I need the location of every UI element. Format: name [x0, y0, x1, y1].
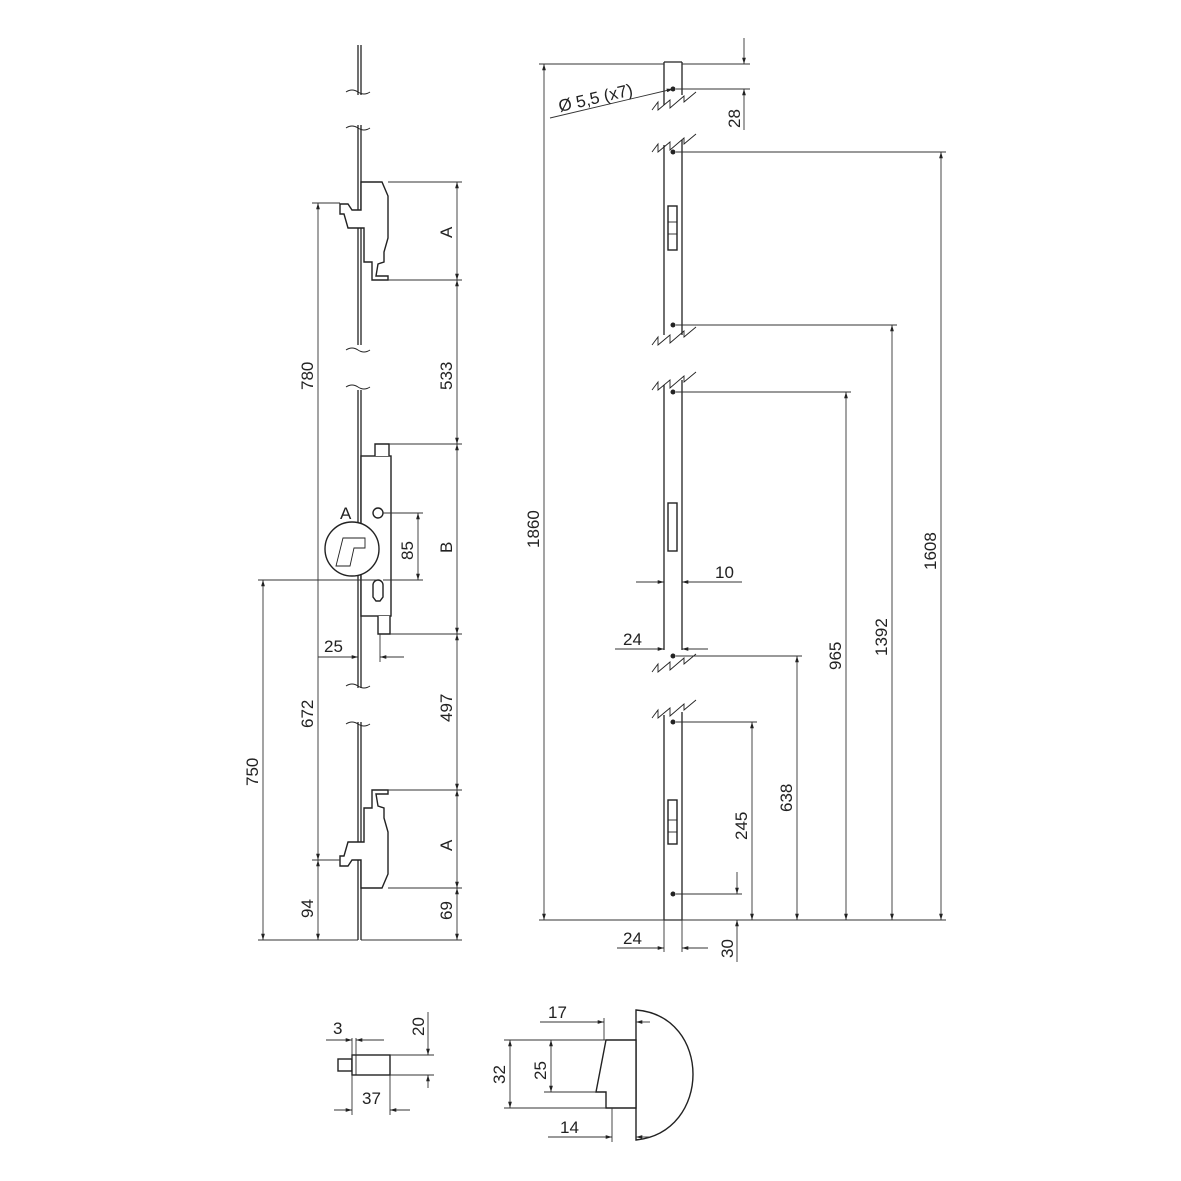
dim-14: 14: [560, 1118, 579, 1137]
dim-30: 30: [718, 939, 737, 958]
dim-37: 37: [362, 1089, 381, 1108]
hole-4: [670, 389, 676, 395]
hole-spec-label: Ø 5,5 (x7): [557, 80, 635, 116]
hole-3: [670, 322, 676, 328]
dim-10: 10: [715, 563, 734, 582]
hole-5: [670, 653, 676, 659]
detail-bolt: 3 20 37: [326, 1012, 434, 1115]
dim-a-top: A: [437, 226, 456, 238]
dim-533: 533: [437, 362, 456, 390]
dim-20: 20: [409, 1017, 428, 1036]
dim-17: 17: [548, 1003, 567, 1022]
dim-780: 780: [298, 362, 317, 390]
dim-85: 85: [398, 541, 417, 560]
dim-497: 497: [437, 694, 456, 722]
dim-94: 94: [298, 899, 317, 918]
dim-24-upper: 24: [623, 630, 642, 649]
top-hook-bolt: [339, 181, 389, 281]
dim-245: 245: [732, 812, 751, 840]
hole-2: [670, 149, 676, 155]
detail-circle-a: [324, 521, 380, 577]
detail-a-label: A: [340, 504, 352, 523]
dim-1608: 1608: [921, 532, 940, 570]
hole-7: [670, 891, 676, 897]
dim-24-lower: 24: [623, 929, 642, 948]
dim-32: 32: [490, 1065, 509, 1084]
dim-25-profile: 25: [531, 1061, 550, 1080]
lock-assembly-view: A 780 750 672 94 A 533: [243, 45, 462, 941]
dim-750: 750: [243, 758, 262, 786]
dim-1392: 1392: [872, 618, 891, 656]
cylinder-keyhole: [372, 579, 384, 602]
dim-69: 69: [437, 901, 456, 920]
dim-3: 3: [333, 1019, 342, 1038]
dim-965: 965: [826, 642, 845, 670]
dim-b: B: [437, 542, 456, 553]
hole-6: [670, 719, 676, 725]
faceplate-view: Ø 5,5 (x7) 1860 1608 1392 965 638 245 28…: [524, 38, 946, 962]
slot-top: [667, 205, 678, 251]
slot-bottom: [667, 799, 678, 845]
dim-25: 25: [324, 637, 343, 656]
dim-638: 638: [777, 784, 796, 812]
dim-28: 28: [725, 109, 744, 128]
bottom-hook-bolt: [339, 789, 389, 889]
slot-middle: [667, 502, 678, 552]
dim-1860: 1860: [524, 510, 543, 548]
dim-a-bottom: A: [437, 839, 456, 851]
detail-hook-profile: 17 25 32 14: [490, 1003, 694, 1142]
dim-672: 672: [298, 700, 317, 728]
